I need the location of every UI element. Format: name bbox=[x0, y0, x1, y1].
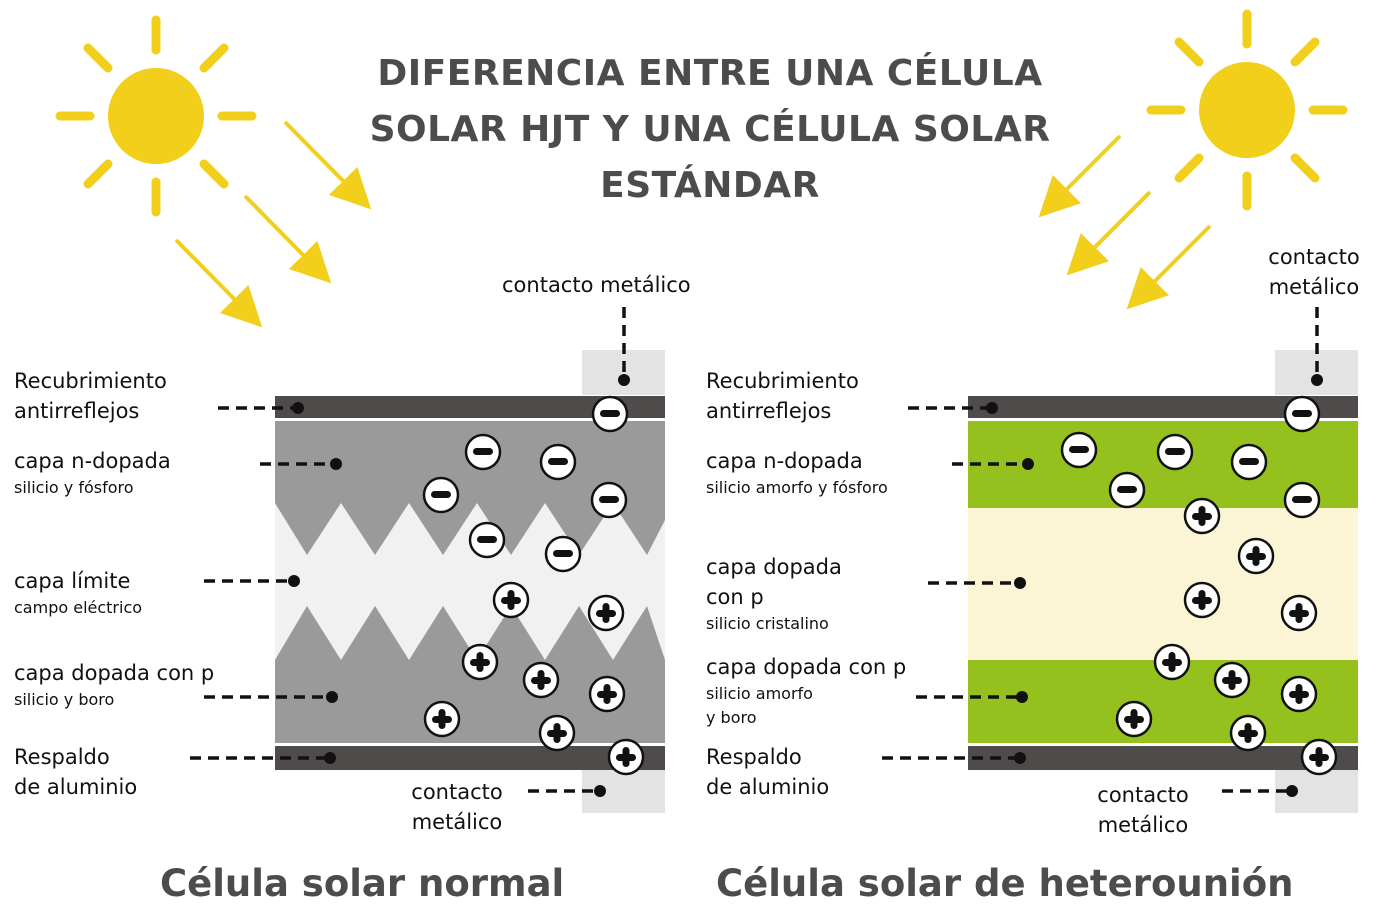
right-sun-rays-arrows bbox=[1038, 134, 1212, 310]
electron-icon bbox=[1230, 443, 1268, 481]
right-caption: Célula solar de heterounión bbox=[716, 862, 1294, 905]
right-antireflection-label: Recubrimiento antirreflejos bbox=[706, 366, 859, 426]
hole-icon bbox=[492, 581, 530, 619]
left-j-title: capa límite bbox=[14, 569, 131, 593]
hole-icon bbox=[1153, 643, 1191, 681]
electron-icon bbox=[1283, 481, 1321, 519]
right-pa-sub-1: silicio amorfo bbox=[706, 684, 813, 703]
right-pc-sub: silicio cristalino bbox=[706, 614, 829, 633]
left-bottom-contact-label: contacto metálico bbox=[392, 777, 522, 837]
left-al-line-1: Respaldo bbox=[14, 745, 110, 769]
right-ar-line-1: Recubrimiento bbox=[706, 369, 859, 393]
left-ar-line-1: Recubrimiento bbox=[14, 369, 167, 393]
electron-icon bbox=[544, 535, 582, 573]
right-sun-icon bbox=[1146, 9, 1348, 211]
left-aluminium-label: Respaldo de aluminio bbox=[14, 742, 137, 802]
hole-icon bbox=[1213, 661, 1251, 699]
left-p-title: capa dopada con p bbox=[14, 661, 215, 685]
left-caption: Célula solar normal bbox=[160, 862, 565, 905]
right-ar-line-2: antirreflejos bbox=[706, 399, 832, 423]
hole-icon bbox=[461, 643, 499, 681]
right-pa-sub-2: y boro bbox=[706, 708, 757, 727]
left-p-layer-label: capa dopada con p silicio y boro bbox=[14, 658, 214, 712]
title-line-2: SOLAR HJT Y UNA CÉLULA SOLAR bbox=[369, 109, 1051, 150]
right-tc-line-2: metálico bbox=[1268, 275, 1360, 299]
left-p-sub: silicio y boro bbox=[14, 690, 115, 709]
negative-charges bbox=[422, 395, 1321, 573]
electron-icon bbox=[1060, 431, 1098, 469]
right-tc-line-1: contacto bbox=[1268, 245, 1360, 269]
hole-icon bbox=[1280, 594, 1318, 632]
electron-icon bbox=[464, 433, 502, 471]
left-ar-line-2: antirreflejos bbox=[14, 399, 140, 423]
left-bc-line-2: metálico bbox=[411, 810, 503, 834]
right-crystalline-label: capa dopada con p silicio cristalino bbox=[706, 552, 842, 636]
right-amorphous-p-label: capa dopada con p silicio amorfo y boro bbox=[706, 652, 906, 730]
left-bc-line-1: contacto bbox=[411, 780, 503, 804]
hole-icon bbox=[587, 594, 625, 632]
electron-icon bbox=[539, 443, 577, 481]
right-bottom-contact-label: contacto metálico bbox=[1078, 780, 1208, 840]
electron-icon bbox=[1283, 395, 1321, 433]
hole-icon bbox=[607, 738, 645, 776]
right-top-contact-label: contacto metálico bbox=[1252, 242, 1376, 302]
right-n-title: capa n-dopada bbox=[706, 449, 863, 473]
left-junction-label: capa límite campo eléctrico bbox=[14, 566, 142, 620]
leader-dots bbox=[288, 374, 1323, 797]
left-j-sub: campo eléctrico bbox=[14, 598, 143, 617]
positive-charges bbox=[423, 497, 1338, 776]
page-title: DIFERENCIA ENTRE UNA CÉLULA SOLAR HJT Y … bbox=[300, 46, 1120, 214]
right-al-line-1: Respaldo bbox=[706, 745, 802, 769]
right-bc-line-2: metálico bbox=[1097, 813, 1189, 837]
left-sun-rays-arrows bbox=[174, 120, 372, 328]
electron-icon bbox=[1108, 471, 1146, 509]
left-al-line-2: de aluminio bbox=[14, 775, 138, 799]
hole-icon bbox=[1280, 675, 1318, 713]
hole-icon bbox=[538, 714, 576, 752]
hole-icon bbox=[1237, 537, 1275, 575]
electron-icon bbox=[1156, 433, 1194, 471]
hole-icon bbox=[1183, 581, 1221, 619]
electron-icon bbox=[468, 521, 506, 559]
electron-icon bbox=[422, 476, 460, 514]
title-line-1: DIFERENCIA ENTRE UNA CÉLULA bbox=[377, 53, 1043, 94]
hole-icon bbox=[588, 675, 626, 713]
hole-icon bbox=[1229, 714, 1267, 752]
right-aluminium-label: Respaldo de aluminio bbox=[706, 742, 829, 802]
title-line-3: ESTÁNDAR bbox=[600, 165, 820, 206]
electron-icon bbox=[590, 481, 628, 519]
hole-icon bbox=[522, 661, 560, 699]
right-n-layer-label: capa n-dopada silicio amorfo y fósforo bbox=[706, 446, 888, 500]
left-antireflection-label: Recubrimiento antirreflejos bbox=[14, 366, 167, 426]
leader-lines bbox=[190, 307, 1319, 793]
left-n-sub: silicio y fósforo bbox=[14, 478, 134, 497]
left-n-layer-label: capa n-dopada silicio y fósforo bbox=[14, 446, 171, 500]
hole-icon bbox=[1300, 738, 1338, 776]
right-pa-title: capa dopada con p bbox=[706, 655, 907, 679]
left-n-title: capa n-dopada bbox=[14, 449, 171, 473]
hole-icon bbox=[1115, 700, 1153, 738]
right-n-sub: silicio amorfo y fósforo bbox=[706, 478, 888, 497]
right-bc-line-1: contacto bbox=[1097, 783, 1189, 807]
right-pc-line-1: capa dopada bbox=[706, 555, 842, 579]
hole-icon bbox=[1183, 497, 1221, 535]
right-al-line-2: de aluminio bbox=[706, 775, 830, 799]
left-sun-icon bbox=[55, 15, 257, 217]
right-pc-line-2: con p bbox=[706, 585, 764, 609]
left-top-contact-label: contacto metálico bbox=[502, 273, 691, 297]
electron-icon bbox=[591, 395, 629, 433]
hole-icon bbox=[423, 700, 461, 738]
